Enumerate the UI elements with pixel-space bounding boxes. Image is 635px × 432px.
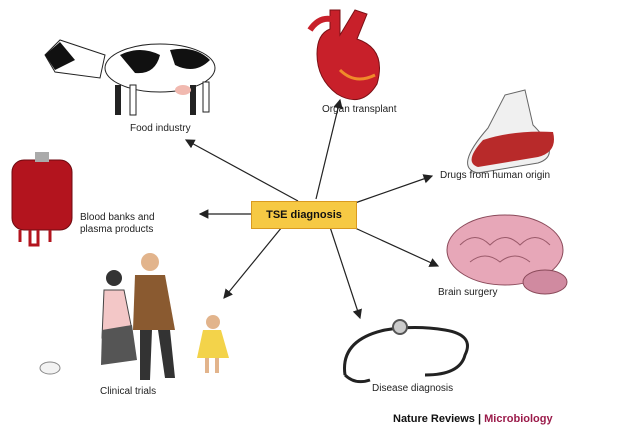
arrow-disease [329, 226, 362, 320]
label-brain-surgery: Brain surgery [438, 287, 498, 298]
arrow-brain [354, 227, 440, 267]
arrow-clinical [223, 226, 283, 299]
label-clinical-trials: Clinical trials [100, 386, 157, 397]
journal-name: Nature Reviews [393, 413, 475, 425]
brain-icon [446, 214, 568, 295]
label-blood-banks-1: Blood banks and [80, 212, 155, 223]
tse-diagnosis-box: TSE diagnosis [251, 201, 357, 229]
arrow-organ [315, 98, 343, 200]
family-icon [39, 253, 229, 380]
flask-icon [467, 89, 554, 174]
cow-icon [44, 39, 216, 116]
label-food-industry: Food industry [130, 123, 191, 134]
arrow-drugs [354, 174, 434, 204]
journal-credit: Nature Reviews | Microbiology [393, 413, 553, 425]
journal-section: Microbiology [484, 413, 553, 425]
stethoscope-icon [343, 319, 469, 384]
blood-bag-icon [11, 152, 73, 247]
heart-icon [307, 9, 380, 101]
label-organ-transplant: Organ transplant [322, 104, 397, 115]
arrows [184, 98, 440, 320]
label-blood-banks-2: plasma products [80, 224, 154, 235]
separator: | [474, 413, 485, 425]
label-disease-diagnosis: Disease diagnosis [372, 383, 454, 394]
label-drugs: Drugs from human origin [440, 170, 551, 181]
arrow-food [184, 139, 299, 202]
